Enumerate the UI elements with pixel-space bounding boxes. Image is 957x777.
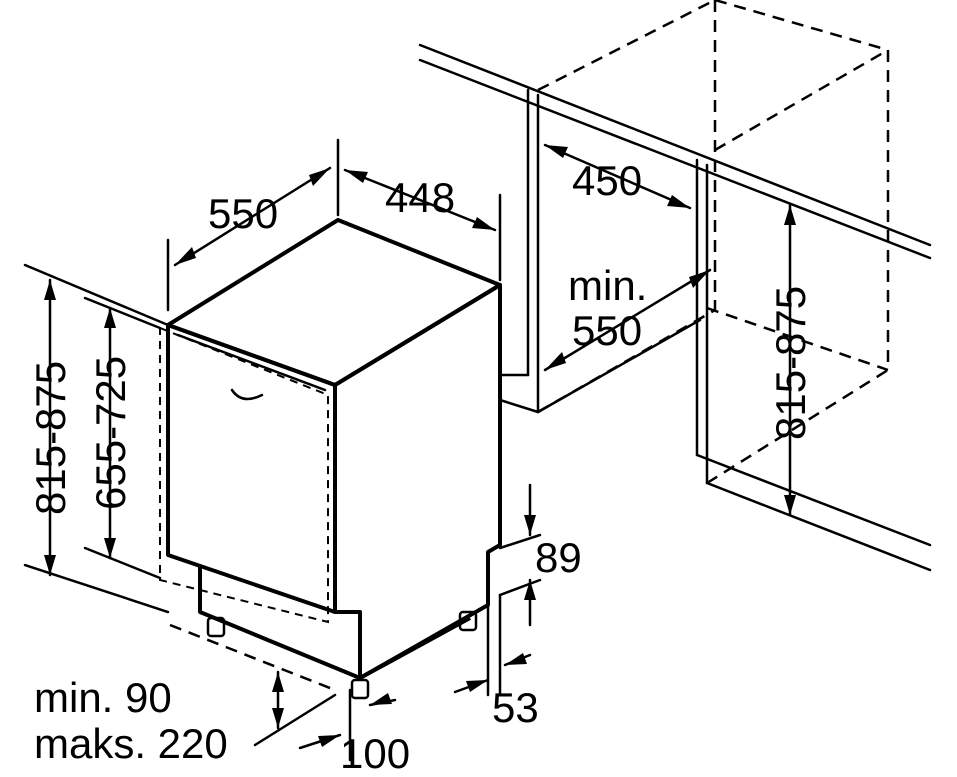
label-door-height: 655-725 (87, 356, 134, 510)
label-niche-width-450: 450 (572, 157, 642, 204)
niche-outline (418, 0, 932, 572)
label-plinth-89: 89 (535, 534, 582, 581)
dim-door-height (83, 296, 162, 580)
label-door-gap-line1: min. 90 (34, 674, 172, 721)
dim-niche-height (784, 203, 796, 517)
dim-plinth-89 (498, 483, 542, 627)
label-plinth-53: 53 (492, 684, 539, 731)
label-depth-550: 550 (208, 190, 278, 237)
dim-niche-width-450 (543, 143, 692, 210)
dim-width-448 (343, 168, 502, 282)
dishwasher-body (159, 218, 502, 700)
label-width-448: 448 (385, 174, 455, 221)
dim-total-height (23, 263, 170, 614)
dim-niche-depth-550 (543, 268, 712, 372)
dim-door-gap (253, 670, 337, 747)
dim-plinth-53 (453, 593, 532, 697)
label-door-gap-line2: maks. 220 (34, 720, 228, 767)
label-niche-depth-550: 550 (572, 307, 642, 354)
dim-depth-550 (166, 138, 340, 312)
dim-foot-100 (298, 688, 397, 762)
label-min: min. (568, 262, 647, 309)
feet (206, 610, 478, 700)
label-foot-100: 100 (340, 730, 410, 777)
label-niche-height: 815-875 (767, 286, 814, 440)
door-handle (230, 388, 264, 401)
label-total-height: 815-875 (27, 361, 74, 515)
